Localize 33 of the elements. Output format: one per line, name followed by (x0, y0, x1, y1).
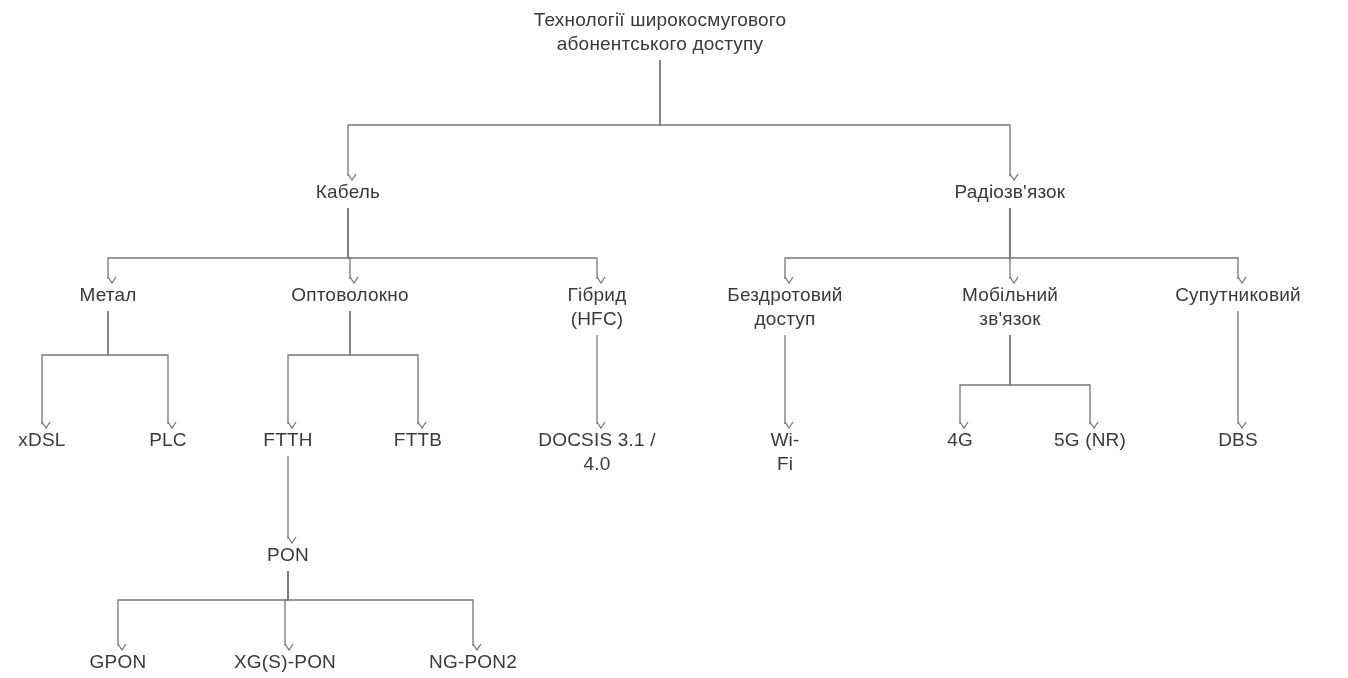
node-label: Оптоволокно (275, 283, 425, 307)
node-label: 4G (935, 428, 985, 452)
node-label: NG-PON2 (418, 650, 528, 674)
root-label: Технології широкосмугового абонентського доступу (510, 8, 810, 56)
node-label: Бездротовий доступ (715, 283, 855, 331)
arrow (1237, 310, 1247, 429)
node-label: GPON (80, 650, 156, 674)
node-label: FTTH (255, 428, 321, 452)
node-label: Wi-Fi (768, 428, 802, 476)
node-label: FTTB (385, 428, 451, 452)
node-label: Супутниковий (1163, 283, 1313, 307)
arrow (107, 310, 177, 429)
node-label: Гібрид (HFC) (557, 283, 637, 331)
node-label: Метал (68, 283, 148, 307)
arrow (1009, 207, 1247, 284)
node-label: DBS (1208, 428, 1268, 452)
node-label: PLC (138, 428, 198, 452)
arrow (349, 310, 427, 429)
node-label: DOCSIS 3.1 / 4.0 (532, 428, 662, 476)
arrow (1009, 334, 1099, 429)
node-label: PON (258, 543, 318, 567)
arrow (596, 334, 606, 429)
arrow (347, 207, 606, 284)
node-label: Кабель (293, 180, 403, 204)
arrow (659, 59, 1019, 181)
arrow (784, 334, 794, 429)
node-label: Радіозв'язок (940, 180, 1080, 204)
node-label: Мобільний зв'язок (950, 283, 1070, 331)
node-label: xDSL (9, 428, 75, 452)
arrow (287, 455, 297, 544)
node-label: 5G (NR) (1045, 428, 1135, 452)
node-label: XG(S)-PON (225, 650, 345, 674)
arrow (287, 570, 482, 651)
